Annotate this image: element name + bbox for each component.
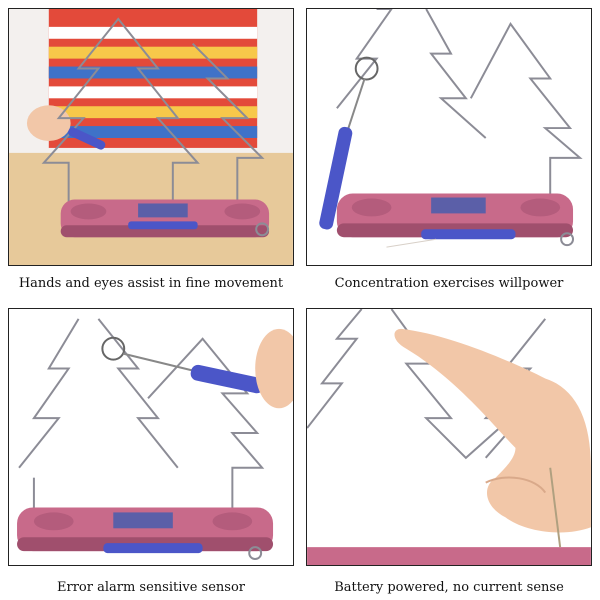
toy-base [336, 193, 575, 248]
wand-loop [354, 56, 379, 81]
caption-error-alarm: Error alarm sensitive sensor [57, 580, 245, 595]
photo-finger-touching-wire [306, 308, 592, 566]
child-hand [26, 105, 71, 141]
finger-wire-illustration [307, 309, 591, 565]
toy-base [60, 199, 270, 238]
pointing-hand [394, 328, 591, 548]
toy-wand-illustration [319, 9, 583, 248]
wire-maze [97, 318, 179, 469]
caption-concentration: Concentration exercises willpower [334, 276, 564, 291]
wand-loop [101, 336, 126, 361]
wand-handle [68, 127, 106, 150]
photo-child-playing [8, 8, 294, 266]
wand-handle [190, 364, 265, 394]
caption-fine-movement: Hands and eyes assist in fine movement [18, 276, 284, 291]
child-toy-illustration [9, 9, 293, 265]
hand-wand-illustration [17, 318, 293, 561]
wire-maze [425, 9, 487, 139]
hand [255, 328, 293, 409]
wand-handle [319, 126, 353, 230]
photo-hand-guiding-wand [8, 308, 294, 566]
photo-toy-with-wand [306, 8, 592, 266]
toy-base [17, 507, 274, 561]
toy-base [307, 547, 591, 565]
wire-maze [41, 17, 200, 208]
caption-battery-powered: Battery powered, no current sense [334, 580, 564, 595]
